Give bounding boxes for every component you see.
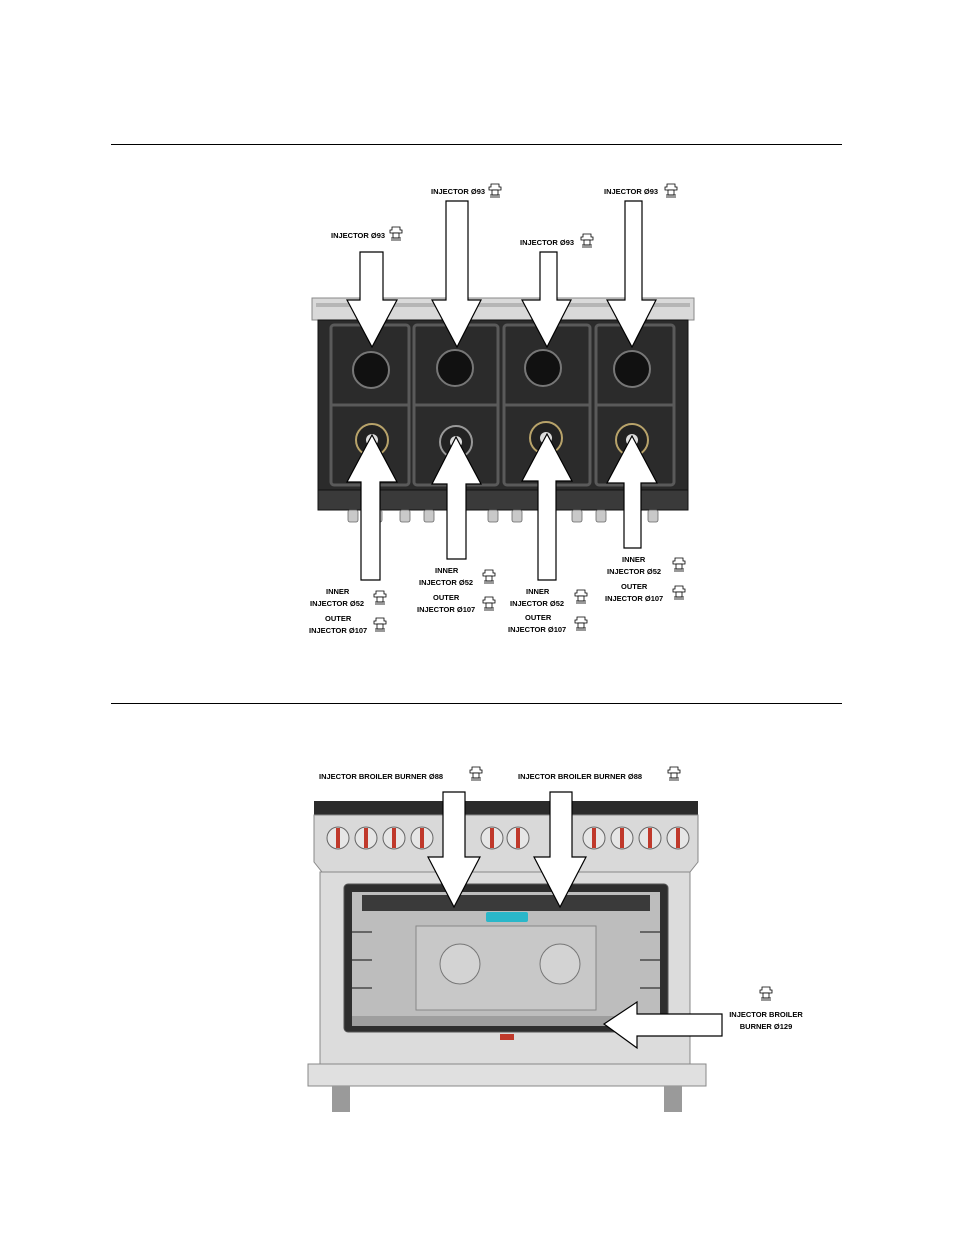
arrow-down [427,791,481,909]
injector-icon [482,569,496,584]
injector-icon [664,183,678,198]
bottom-broiler-label-line1: INJECTOR BROILER [729,1010,803,1019]
injector-icon [672,557,686,572]
injector-icon [488,183,502,198]
oven-knobs [326,826,690,850]
front4-outer: OUTER [621,582,648,591]
front1-inner: INNER [326,587,350,596]
section-divider-middle [111,703,842,704]
oven-foot-left [332,1086,350,1112]
front3-inner-injector: INJECTOR Ø52 [510,599,565,608]
front4-inner: INNER [622,555,646,564]
section-divider-top [111,144,842,145]
front1-inner-injector: INJECTOR Ø52 [310,599,365,608]
injector-icon [389,226,403,241]
rear-label-2: INJECTOR Ø93 [431,187,486,196]
rear-label-4: INJECTOR Ø93 [604,187,659,196]
front2-outer-injector: INJECTOR Ø107 [417,605,476,614]
front1-outer-injector: INJECTOR Ø107 [309,626,368,635]
injector-icon [469,766,483,781]
broiler-label-right: INJECTOR BROILER BURNER Ø88 [518,772,643,781]
front3-outer-injector: INJECTOR Ø107 [508,625,567,634]
oven-cooktop-edge [314,801,698,815]
front4-outer-injector: INJECTOR Ø107 [605,594,664,603]
injector-icon [667,766,681,781]
fan-right [539,943,581,985]
injector-icon [373,590,387,605]
front2-inner: INNER [435,566,459,575]
arrow-down [431,200,482,349]
bottom-broiler-label-line2: BURNER Ø129 [739,1022,793,1031]
injector-icon [482,596,496,611]
fan-left [439,943,481,985]
arrow-down [346,251,398,349]
front1-outer: OUTER [325,614,352,623]
injector-icon [580,233,594,248]
cooktop-front-strip [317,489,689,511]
injector-icon [672,585,686,600]
rear-label-1: INJECTOR Ø93 [331,231,386,240]
front2-inner-injector: INJECTOR Ø52 [419,578,474,587]
front-arrows [346,432,658,581]
front4-inner-injector: INJECTOR Ø52 [607,567,662,576]
front2-outer: OUTER [433,593,460,602]
arrow-down [533,791,587,909]
front3-outer: OUTER [525,613,552,622]
rear-label-3: INJECTOR Ø93 [520,238,575,247]
front3-inner: INNER [526,587,550,596]
arrow-up [521,432,573,581]
injector-icon [574,616,588,631]
arrow-up [346,433,398,581]
injector-icon [574,589,588,604]
arrow-up [606,434,658,549]
arrow-down [521,251,572,349]
rear-burners [352,349,651,389]
arrow-left [602,1000,723,1050]
injector-icon [759,986,773,1001]
broiler-label-left: INJECTOR BROILER BURNER Ø88 [319,772,444,781]
oven-base [307,1063,707,1087]
arrow-down [606,200,657,349]
arrow-up [431,435,482,560]
oven-arrows [427,791,723,1050]
injector-icon [373,617,387,632]
oven-foot-right [664,1086,682,1112]
rear-arrows [346,200,657,349]
